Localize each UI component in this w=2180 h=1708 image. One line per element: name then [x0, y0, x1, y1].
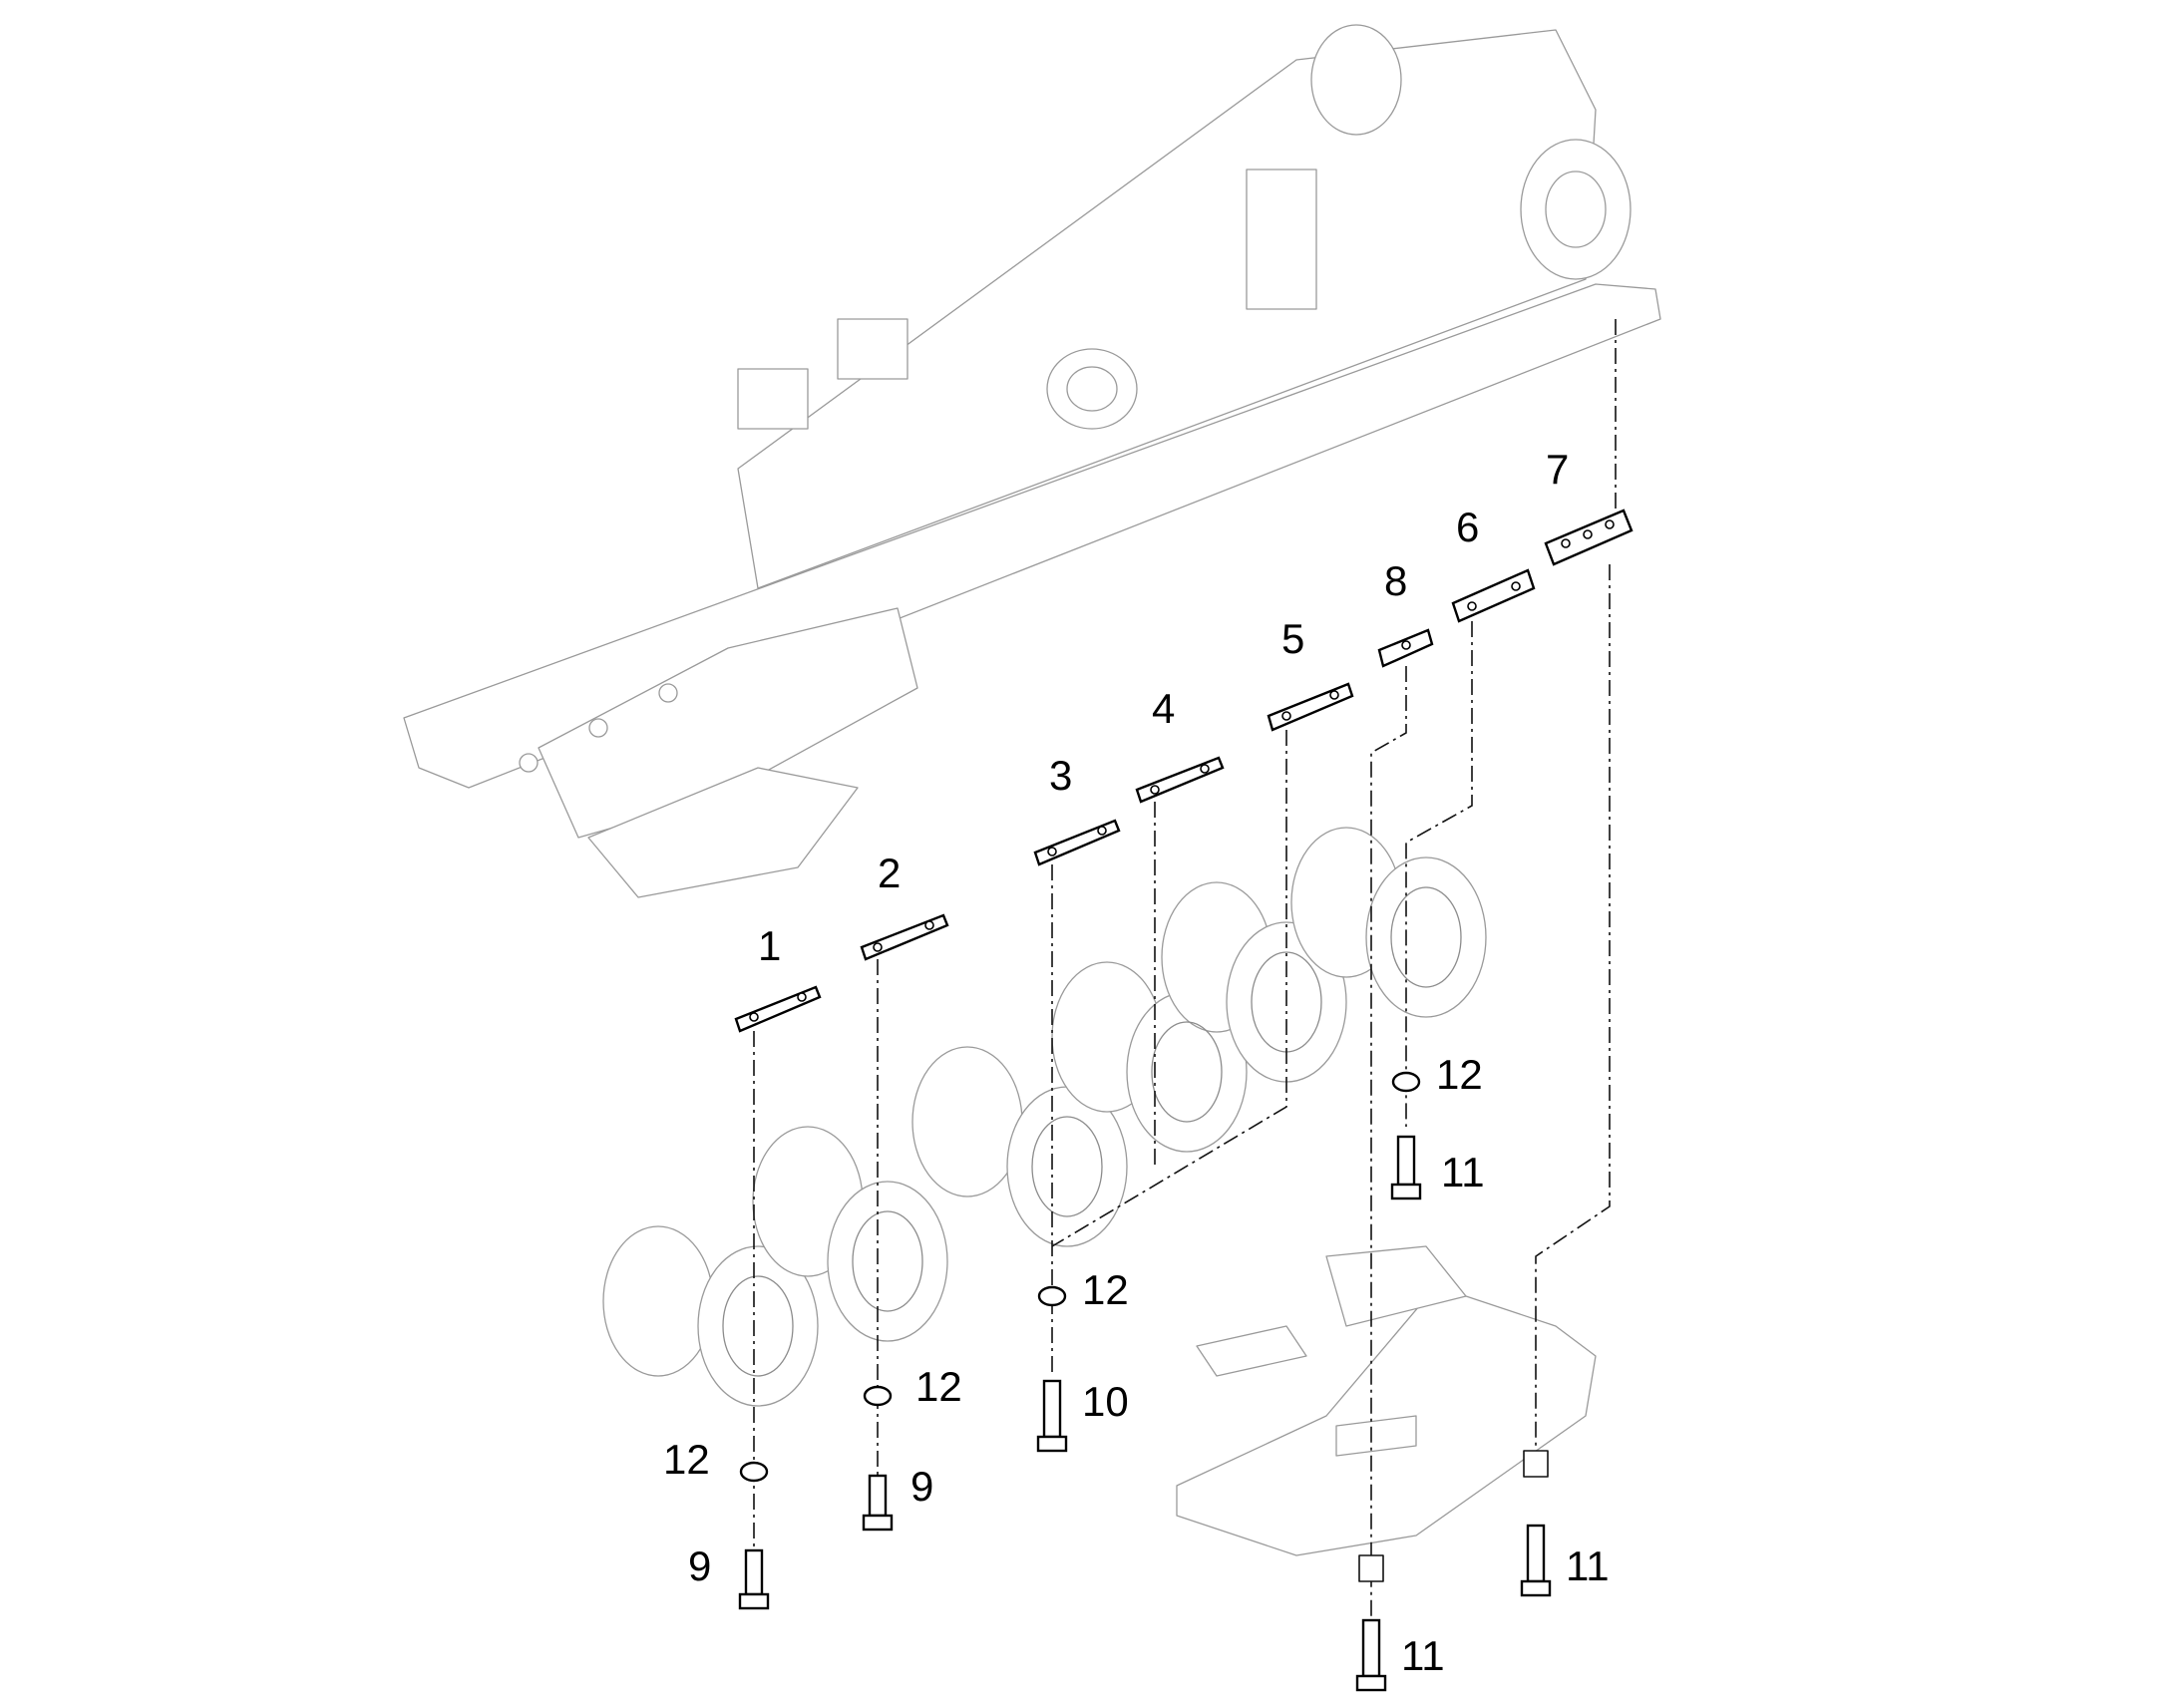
bolts	[738, 1135, 1552, 1692]
plate-8	[1377, 628, 1434, 668]
callout-4: 4	[1152, 685, 1175, 732]
track-frame	[403, 24, 1661, 898]
plate-7	[1544, 509, 1634, 566]
roller-set-left	[602, 1126, 948, 1407]
plate-1	[734, 985, 822, 1033]
callout-11-b: 11	[1566, 1542, 1610, 1589]
roller-set-middle	[911, 881, 1347, 1247]
washers	[739, 1071, 1421, 1483]
plate-4	[1135, 756, 1225, 804]
callout-8: 8	[1384, 557, 1407, 604]
callout-9-a: 9	[688, 1542, 711, 1589]
bogie-bracket	[1176, 1245, 1597, 1556]
callout-11-c: 11	[1401, 1632, 1445, 1679]
callout-12-a: 12	[663, 1436, 710, 1483]
callout-2: 2	[878, 850, 901, 896]
callout-12-c: 12	[1082, 1266, 1129, 1313]
callout-9-b: 9	[910, 1463, 933, 1510]
callout-7: 7	[1546, 446, 1569, 493]
callout-11-a: 11	[1441, 1149, 1485, 1196]
callout-5: 5	[1281, 615, 1304, 662]
callout-labels: 1 2 3 4 5 8 6 7 12 11 12 10 12 9 12 9 11…	[663, 446, 1610, 1679]
roller-set-right	[1290, 827, 1487, 1018]
plate-6	[1451, 568, 1536, 623]
callout-12-b: 12	[915, 1363, 962, 1410]
callout-12-d: 12	[1436, 1051, 1483, 1098]
callout-1: 1	[758, 922, 781, 969]
plate-2	[860, 913, 949, 961]
plate-3	[1033, 819, 1121, 866]
callout-10: 10	[1082, 1378, 1129, 1425]
callout-6: 6	[1456, 504, 1479, 550]
callout-3: 3	[1049, 752, 1072, 799]
plate-5	[1267, 682, 1354, 732]
